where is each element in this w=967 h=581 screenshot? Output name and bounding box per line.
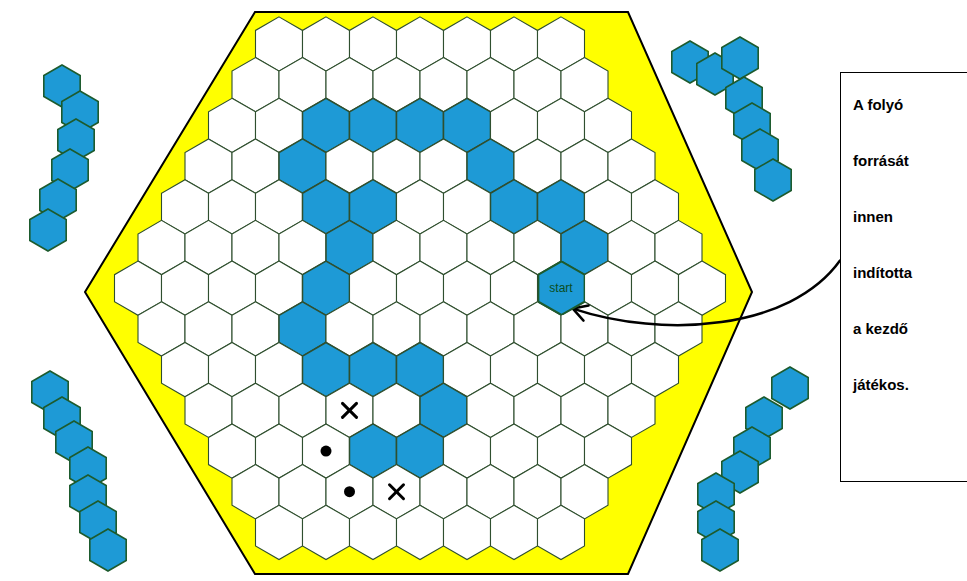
- river-tile: [702, 529, 738, 571]
- callout-arrow: [573, 261, 840, 326]
- empty-hex: [256, 505, 303, 559]
- arrow-line: [573, 261, 840, 326]
- callout-text: A folyó forrását innen indította a kezdő…: [853, 77, 919, 413]
- river-tile: [755, 159, 791, 201]
- empty-hex: [303, 505, 350, 559]
- dot-mark: [321, 446, 332, 457]
- empty-hex: [444, 505, 491, 559]
- game-marks: [321, 403, 404, 498]
- start-hex: start: [538, 261, 585, 315]
- cross-stroke: [343, 403, 357, 417]
- empty-hex: [397, 505, 444, 559]
- cell-label: start: [549, 281, 572, 295]
- river-tile: [90, 529, 126, 571]
- hex-grid: [115, 17, 726, 560]
- callout-box: A folyó forrását innen indította a kezdő…: [840, 72, 967, 482]
- empty-hex: [538, 505, 585, 559]
- empty-hex: [350, 505, 397, 559]
- dot-mark: [344, 486, 355, 497]
- river-tile: [772, 367, 808, 409]
- board-frame: [85, 12, 752, 574]
- river-tile: [30, 209, 66, 251]
- cross-mark: [390, 485, 404, 499]
- tile-stack: [698, 367, 808, 571]
- hex-shape: [538, 262, 584, 315]
- cross-stroke: [390, 485, 404, 499]
- river-tile: [722, 37, 758, 79]
- empty-hex: [491, 505, 538, 559]
- tile-stack: [32, 371, 126, 571]
- tile-stack: [30, 65, 98, 251]
- tile-stack: [672, 37, 791, 201]
- cross-mark: [343, 403, 357, 417]
- cross-stroke: [343, 403, 357, 417]
- river-tile-stacks: [30, 37, 808, 571]
- cross-stroke: [390, 485, 404, 499]
